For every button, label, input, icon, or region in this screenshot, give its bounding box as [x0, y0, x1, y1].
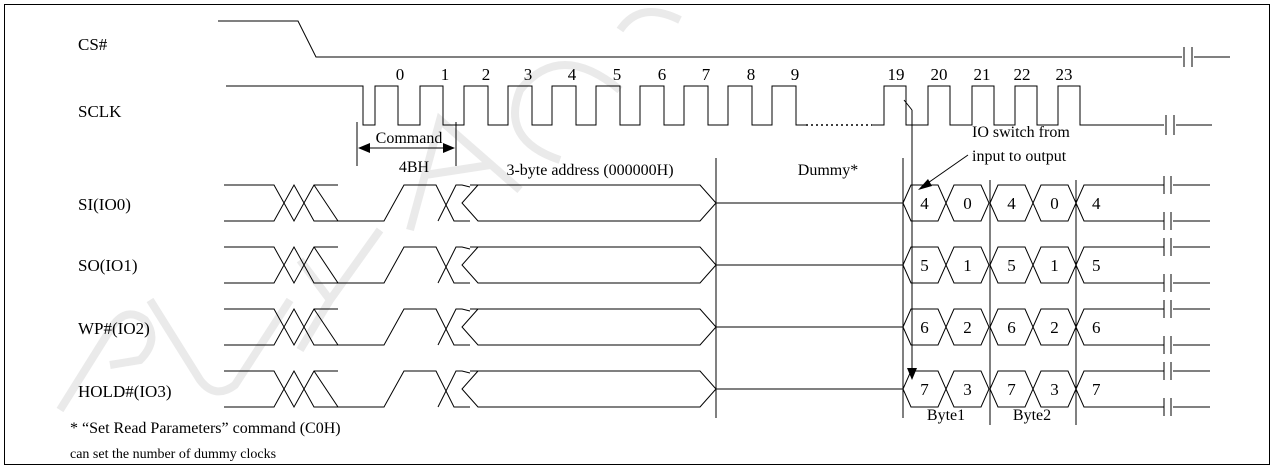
clock-number: 5	[613, 65, 622, 84]
data-cell	[1075, 370, 1136, 408]
lane-command	[313, 184, 470, 222]
clock-number: 2	[482, 65, 491, 84]
clock-number: 0	[396, 65, 405, 84]
data-nibble: 0	[1050, 194, 1059, 213]
lane-address	[437, 308, 717, 346]
data-nibble: 2	[1050, 318, 1059, 337]
data-cell	[1075, 184, 1136, 222]
data-nibble: 0	[963, 194, 972, 213]
data-cell	[945, 184, 990, 222]
data-nibble: 5	[1007, 256, 1016, 275]
sclk-break-mark	[1165, 115, 1212, 135]
signal-label-io2: WP#(IO2)	[78, 319, 150, 338]
lane-io1: 5 1 5 1 5	[224, 238, 1210, 292]
lane-io2: 6 2 6 2 6	[224, 300, 1210, 354]
data-cell	[945, 246, 990, 284]
clock-number: 23	[1056, 65, 1073, 84]
lane-command	[313, 308, 470, 346]
data-nibble: 7	[1092, 380, 1101, 399]
footnote-line1: * “Set Read Parameters” command (C0H)	[70, 420, 341, 437]
lane-dont-care	[224, 307, 338, 347]
io-waveforms: 4 0 4 0 4 5 1 5 1 5 6 2 6 2 6 7 3 7 3 7	[224, 176, 1210, 416]
data-nibble: 6	[1092, 318, 1101, 337]
data-nibble: 4	[1092, 194, 1101, 213]
address-phase-label: 3-byte address (000000H)	[506, 162, 673, 179]
lane-command	[313, 246, 470, 284]
sclk-segment-a	[226, 85, 806, 126]
data-cell	[1075, 308, 1136, 346]
signal-label-io3: HOLD#(IO3)	[78, 382, 171, 401]
command-annotation: Command 4BH	[356, 122, 457, 176]
data-nibble: 5	[920, 256, 929, 275]
clock-number: 19	[888, 65, 905, 84]
clock-numbers: 0 1 2 3 4 5 6 7 8 9 19 20 21 22 23	[396, 65, 1073, 84]
lane-address	[437, 184, 717, 222]
clock-number: 9	[791, 65, 800, 84]
clock-number: 8	[747, 65, 756, 84]
data-nibble: 4	[1007, 194, 1016, 213]
clock-number: 1	[441, 65, 450, 84]
data-nibble: 3	[1050, 380, 1059, 399]
data-cell	[1075, 246, 1136, 284]
lane-dont-care	[224, 245, 338, 285]
signal-label-sclk: SCLK	[78, 102, 122, 121]
clock-number: 20	[931, 65, 948, 84]
footnote-line2: can set the number of dummy clocks	[70, 447, 276, 462]
clock-number: 4	[568, 65, 577, 84]
lane-dont-care	[224, 369, 338, 409]
lane-address	[437, 246, 717, 284]
lane-io3: 7 3 7 3 7	[224, 362, 1210, 416]
signal-label-cs: CS#	[78, 35, 108, 54]
clock-number: 6	[658, 65, 667, 84]
clock-number: 21	[974, 65, 991, 84]
data-nibble: 4	[920, 194, 929, 213]
sclk-waveform	[226, 85, 1164, 126]
io-switch-line1: IO switch from	[972, 124, 1070, 141]
cs-waveform	[218, 20, 1182, 58]
data-nibble: 7	[920, 380, 929, 399]
data-nibble: 2	[963, 318, 972, 337]
command-label: Command	[376, 130, 443, 147]
data-nibble: 6	[1007, 318, 1016, 337]
data-nibble: 7	[1007, 380, 1016, 399]
cs-break-mark	[1183, 47, 1230, 67]
signal-label-io1: SO(IO1)	[78, 256, 138, 275]
data-nibble: 3	[963, 380, 972, 399]
diagram-frame	[4, 4, 1270, 465]
byte2-label: Byte2	[1013, 407, 1051, 424]
io-switch-arrow-line	[903, 99, 913, 111]
lane-command	[313, 370, 470, 408]
io-switch-annotation: IO switch from input to output	[903, 99, 1070, 380]
byte1-label: Byte1	[927, 407, 965, 424]
dummy-phase-label: Dummy*	[798, 162, 858, 179]
data-cell	[945, 370, 990, 408]
sclk-segment-b	[872, 85, 1164, 126]
command-code-label: 4BH	[399, 159, 430, 176]
lane-address	[437, 370, 717, 408]
watermark	[56, 8, 682, 413]
data-nibble: 1	[1050, 256, 1059, 275]
io-switch-line2: input to output	[972, 148, 1067, 165]
signal-label-io0: SI(IO0)	[78, 195, 131, 214]
clock-number: 7	[702, 65, 711, 84]
lane-io0: 4 0 4 0 4	[224, 176, 1210, 230]
clock-number: 22	[1014, 65, 1031, 84]
lane-dont-care	[224, 183, 338, 223]
data-cell	[945, 308, 990, 346]
data-nibble: 6	[920, 318, 929, 337]
data-nibble: 1	[963, 256, 972, 275]
data-nibble: 5	[1092, 256, 1101, 275]
clock-number: 3	[524, 65, 533, 84]
